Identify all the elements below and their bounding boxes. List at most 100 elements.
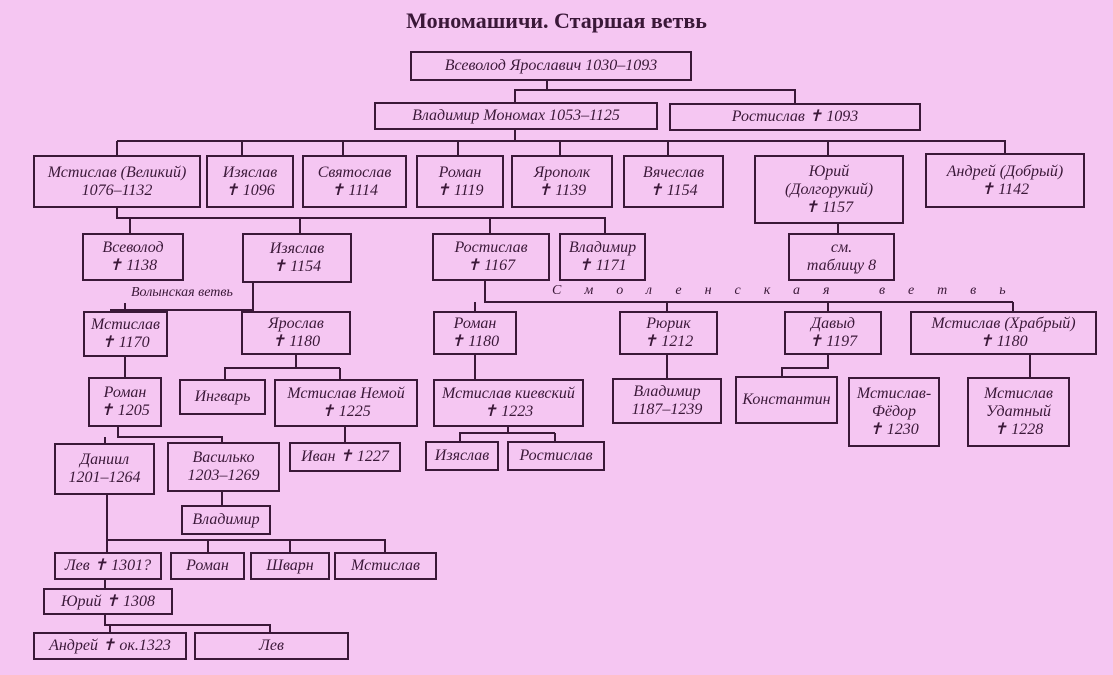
name-line: Роман [453, 315, 497, 332]
name-line: Даниил [79, 451, 130, 468]
name-line: Мстислав (Великий) [47, 163, 187, 181]
name-line: Мстислав (Храбрый) [931, 315, 1076, 332]
name-line: Вячеслав [642, 163, 705, 181]
name-line: Мстислав- [856, 385, 932, 402]
name-line: Иван ✝ 1227 [301, 448, 389, 465]
person-vladimir-vasilkovich: Владимир [181, 505, 271, 535]
page-title: Мономашичи. Старшая ветвь [406, 8, 707, 33]
person-vsevolod-yaroslavich: Всеволод Ярославич 1030–1093 [410, 51, 692, 81]
name-line: Святослав [317, 163, 392, 181]
name-line: Роман [438, 163, 482, 181]
person-rostislav-smolensk: Ростислав [507, 441, 605, 471]
date-line: ✝ 1154 [272, 258, 322, 275]
name-line: Андрей ✝ ок.1323 [49, 637, 171, 654]
name-line: Ростислав ✝ 1093 [731, 108, 859, 125]
name-line: Лев ✝ 1301? [64, 557, 152, 574]
name-line: Мстислав киевский [442, 385, 575, 402]
date-line: ✝ 1180 [979, 333, 1028, 350]
person-mstislav-1170: Мстислав✝ 1170 [83, 311, 168, 357]
date-line: ✝ 1114 [330, 181, 379, 199]
name-line: Мстислав [91, 316, 160, 333]
name-line: Лев [259, 637, 284, 654]
date-line: ✝ 1230 [869, 421, 919, 438]
date-line: ✝ 1157 [804, 198, 854, 216]
person-vladimir-monomakh: Владимир Мономах 1053–1125 [374, 102, 658, 130]
person-rostislav-1167: Ростислав✝ 1167 [432, 233, 550, 281]
name-line: Владимир [192, 511, 260, 528]
date-line: 1201–1264 [68, 469, 141, 486]
date-line: ✝ 1154 [649, 181, 698, 199]
date-line: ✝ 1170 [101, 334, 150, 351]
person-ivan-1227: Иван ✝ 1227 [289, 442, 401, 472]
note-line: таблицу 8 [806, 257, 877, 274]
name-line: Изяслав [269, 240, 325, 257]
date-line: ✝ 1228 [993, 421, 1044, 438]
person-vyacheslav-1154: Вячеслав✝ 1154 [623, 155, 724, 208]
name-line: Юрий [808, 162, 850, 180]
person-ingvar: Ингварь [179, 379, 266, 415]
smolensk-branch-label: Смоленская ветвь [550, 283, 1031, 299]
see-table-8-note: см.таблицу 8 [788, 233, 895, 281]
name-line: Василько [192, 449, 255, 466]
name-line: Юрий ✝ 1308 [61, 592, 155, 610]
person-ryurik-1212: Рюрик✝ 1212 [619, 311, 718, 355]
name-line: Давыд [810, 315, 856, 332]
name-line: (Долгорукий) [784, 180, 874, 198]
person-mstislav-kievsky: Мстислав киевский✝ 1223 [433, 379, 584, 427]
person-mstislav-great: Мстислав (Великий)1076–1132 [33, 155, 201, 208]
date-line: ✝ 1171 [578, 257, 627, 274]
name-line: Ростислав [519, 447, 593, 464]
date-line: ✝ 1142 [980, 180, 1030, 198]
name-line: Всеволод Ярославич 1030–1093 [444, 57, 658, 74]
person-yaroslav-1180: Ярослав✝ 1180 [241, 311, 351, 355]
person-rostislav-1093: Ростислав ✝ 1093 [669, 103, 921, 131]
date-line: ✝ 1225 [321, 403, 371, 420]
name-line: Всеволод [102, 239, 164, 256]
name-line: Мстислав [351, 557, 420, 574]
date-line: ✝ 1138 [108, 257, 158, 274]
date-line: 1187–1239 [631, 401, 703, 418]
name-line: Константин [742, 391, 831, 408]
name-line: Андрей (Добрый) [946, 162, 1064, 180]
person-lev-1301: Лев ✝ 1301? [54, 552, 162, 580]
date-line: ✝ 1180 [450, 333, 500, 350]
date-line: ✝ 1212 [643, 333, 694, 350]
name-line: Изяслав [222, 163, 278, 181]
person-roman-1119: Роман✝ 1119 [416, 155, 504, 208]
person-yuri-dolgoruky: Юрий(Долгорукий)✝ 1157 [754, 155, 904, 224]
date-line: ✝ 1167 [466, 257, 516, 274]
person-roman-1205: Роман✝ 1205 [88, 377, 162, 427]
note-line: см. [830, 239, 853, 256]
date-line: ✝ 1197 [808, 333, 858, 350]
person-shvarn: Шварн [250, 552, 330, 580]
name-line: Роман [186, 557, 229, 574]
person-roman-1180: Роман✝ 1180 [433, 311, 517, 355]
person-vladimir-1171: Владимир✝ 1171 [559, 233, 646, 281]
person-yaropolk-1139: Ярополк✝ 1139 [511, 155, 613, 208]
date-line: 1203–1269 [187, 467, 260, 484]
person-andrei-1323: Андрей ✝ ок.1323 [33, 632, 187, 660]
person-vsevolod-1138: Всеволод✝ 1138 [82, 233, 184, 281]
date-line: ✝ 1119 [436, 181, 484, 199]
person-mstislav-daniilovich: Мстислав [334, 552, 437, 580]
date-line: ✝ 1096 [225, 181, 275, 199]
name-line: Ингварь [194, 388, 251, 405]
person-izyaslav-1154: Изяслав✝ 1154 [242, 233, 352, 283]
name-line: Роман [103, 384, 147, 401]
person-yuri-1308: Юрий ✝ 1308 [43, 588, 173, 615]
volyn-branch-label: Волынская ветвь [129, 285, 235, 301]
name-line: Ярослав [268, 315, 324, 332]
person-izyaslav-smolensk: Изяслав [425, 441, 499, 471]
person-andrei-good: Андрей (Добрый)✝ 1142 [925, 153, 1085, 208]
date-line: ✝ 1139 [537, 181, 587, 199]
date-line: ✝ 1205 [100, 402, 150, 419]
person-svyatoslav-1114: Святослав✝ 1114 [302, 155, 407, 208]
person-mstislav-fedor: Мстислав-Фёдор✝ 1230 [848, 377, 940, 447]
name-line: Изяслав [434, 447, 490, 464]
person-izyaslav-1096: Изяслав✝ 1096 [206, 155, 294, 208]
name-line: Шварн [266, 557, 314, 574]
